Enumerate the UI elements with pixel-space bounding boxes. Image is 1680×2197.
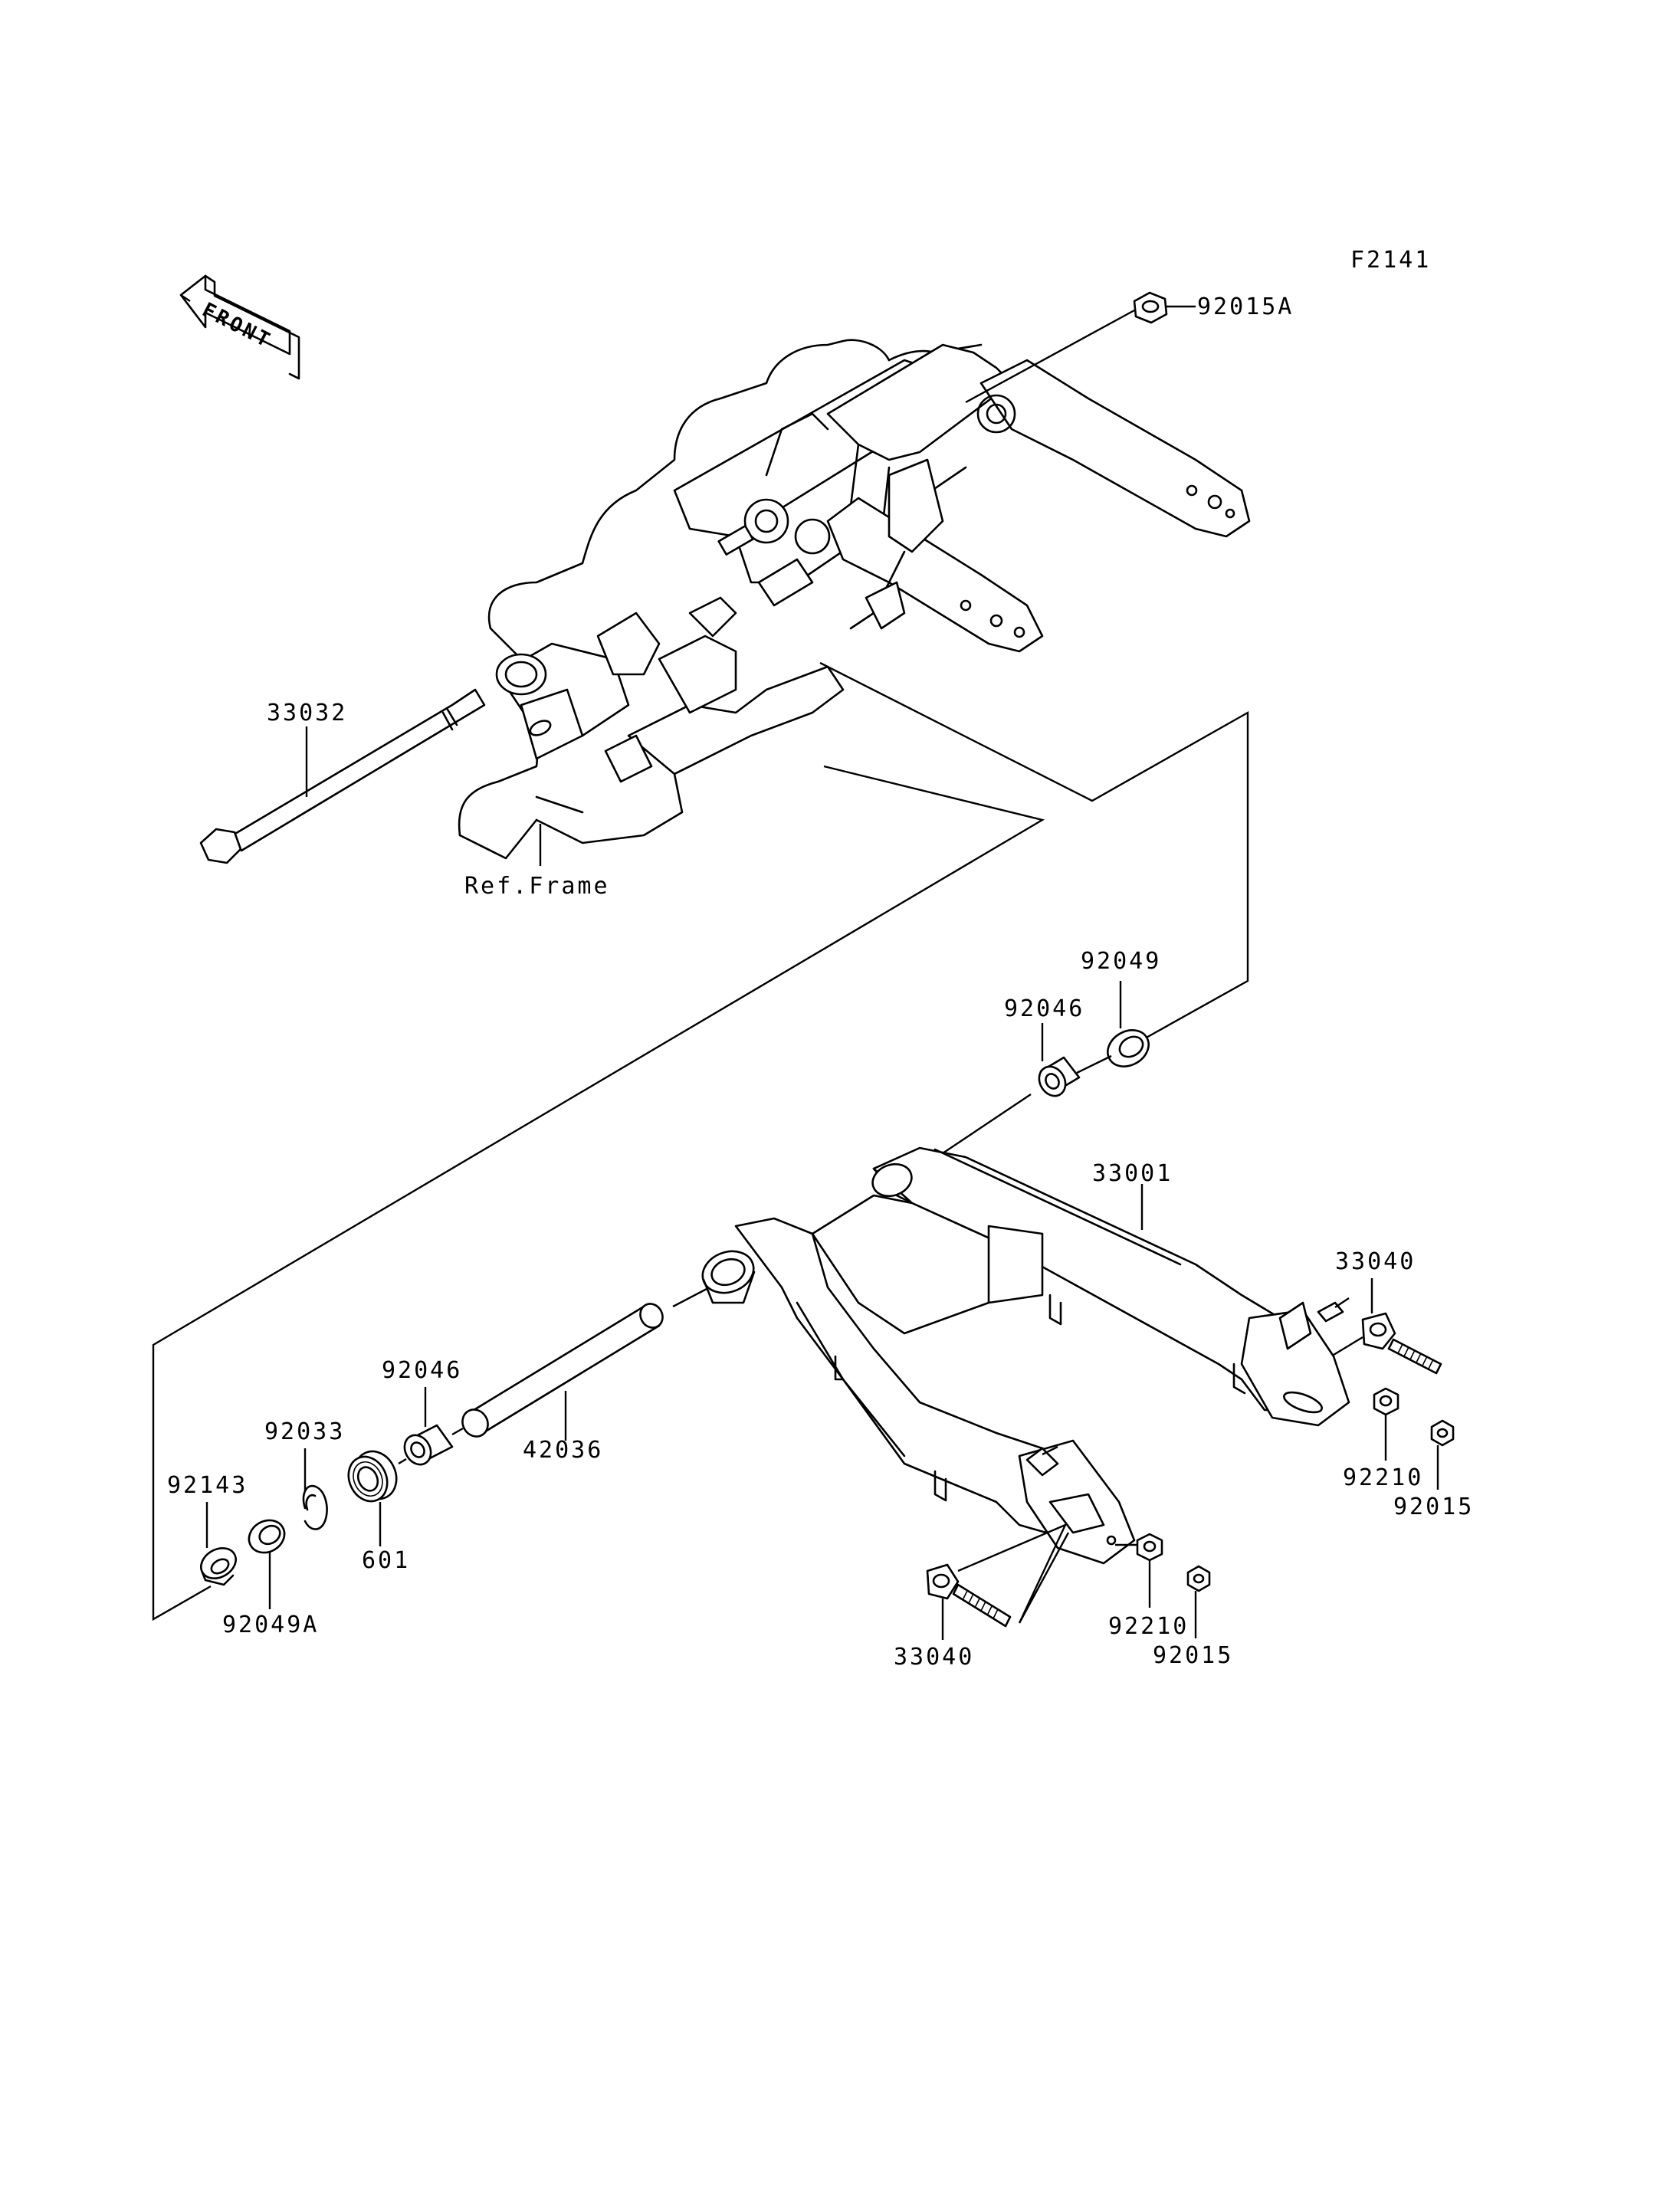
part-label-92046-left: 92046 — [382, 1357, 462, 1384]
frame-drawing — [458, 339, 1251, 860]
leader-92015A — [965, 309, 1135, 404]
part-label-33040-right: 33040 — [1335, 1248, 1416, 1275]
chain-adjuster-33040-bottom — [926, 1563, 1012, 1628]
part-label-33001: 33001 — [1092, 1160, 1173, 1187]
nut-92210-bottom — [1136, 1533, 1163, 1562]
part-label-92049A: 92049A — [222, 1612, 319, 1638]
part-label-42036: 42036 — [523, 1437, 603, 1464]
group-bracket-right — [819, 661, 1249, 1044]
part-label-92046-top: 92046 — [1004, 995, 1084, 1022]
nut-92015-bottom — [1186, 1565, 1211, 1592]
part-label-92015-right: 92015 — [1393, 1494, 1474, 1520]
circlip-92033 — [302, 1484, 328, 1530]
part-label-92210-bottom: 92210 — [1108, 1613, 1189, 1640]
nut-92015-right — [1430, 1419, 1455, 1447]
part-label-92015A: 92015A — [1197, 293, 1294, 320]
nut-92210-right — [1373, 1387, 1399, 1416]
nut-92015A — [1133, 291, 1168, 324]
part-label-92210-right: 92210 — [1343, 1464, 1423, 1491]
bearing-92046-left — [403, 1424, 454, 1466]
group-bracket-left — [152, 765, 1045, 1622]
swingarm-33001 — [701, 1146, 1350, 1565]
front-arrow-icon: FRONT — [179, 274, 300, 380]
collar-42036 — [461, 1303, 664, 1438]
ball-bearing-601 — [347, 1450, 398, 1503]
pivot-shaft-33032 — [199, 688, 486, 864]
part-label-33032: 33032 — [267, 700, 347, 726]
part-label-92015-bottom: 92015 — [1153, 1642, 1233, 1669]
part-label-33040-bottom: 33040 — [894, 1644, 974, 1671]
seal-92049A — [248, 1519, 286, 1554]
chain-adjuster-33040-right — [1361, 1312, 1442, 1375]
part-label-601: 601 — [362, 1547, 410, 1574]
collar-92143 — [200, 1547, 237, 1586]
part-label-92033: 92033 — [264, 1418, 345, 1445]
part-label-92143: 92143 — [167, 1472, 248, 1499]
bearing-92046-top — [1038, 1056, 1081, 1097]
seal-92049 — [1107, 1029, 1150, 1067]
figure-code: F2141 — [1350, 247, 1431, 274]
ref-frame-label: Ref.Frame — [464, 873, 610, 900]
part-label-92049: 92049 — [1081, 948, 1161, 975]
